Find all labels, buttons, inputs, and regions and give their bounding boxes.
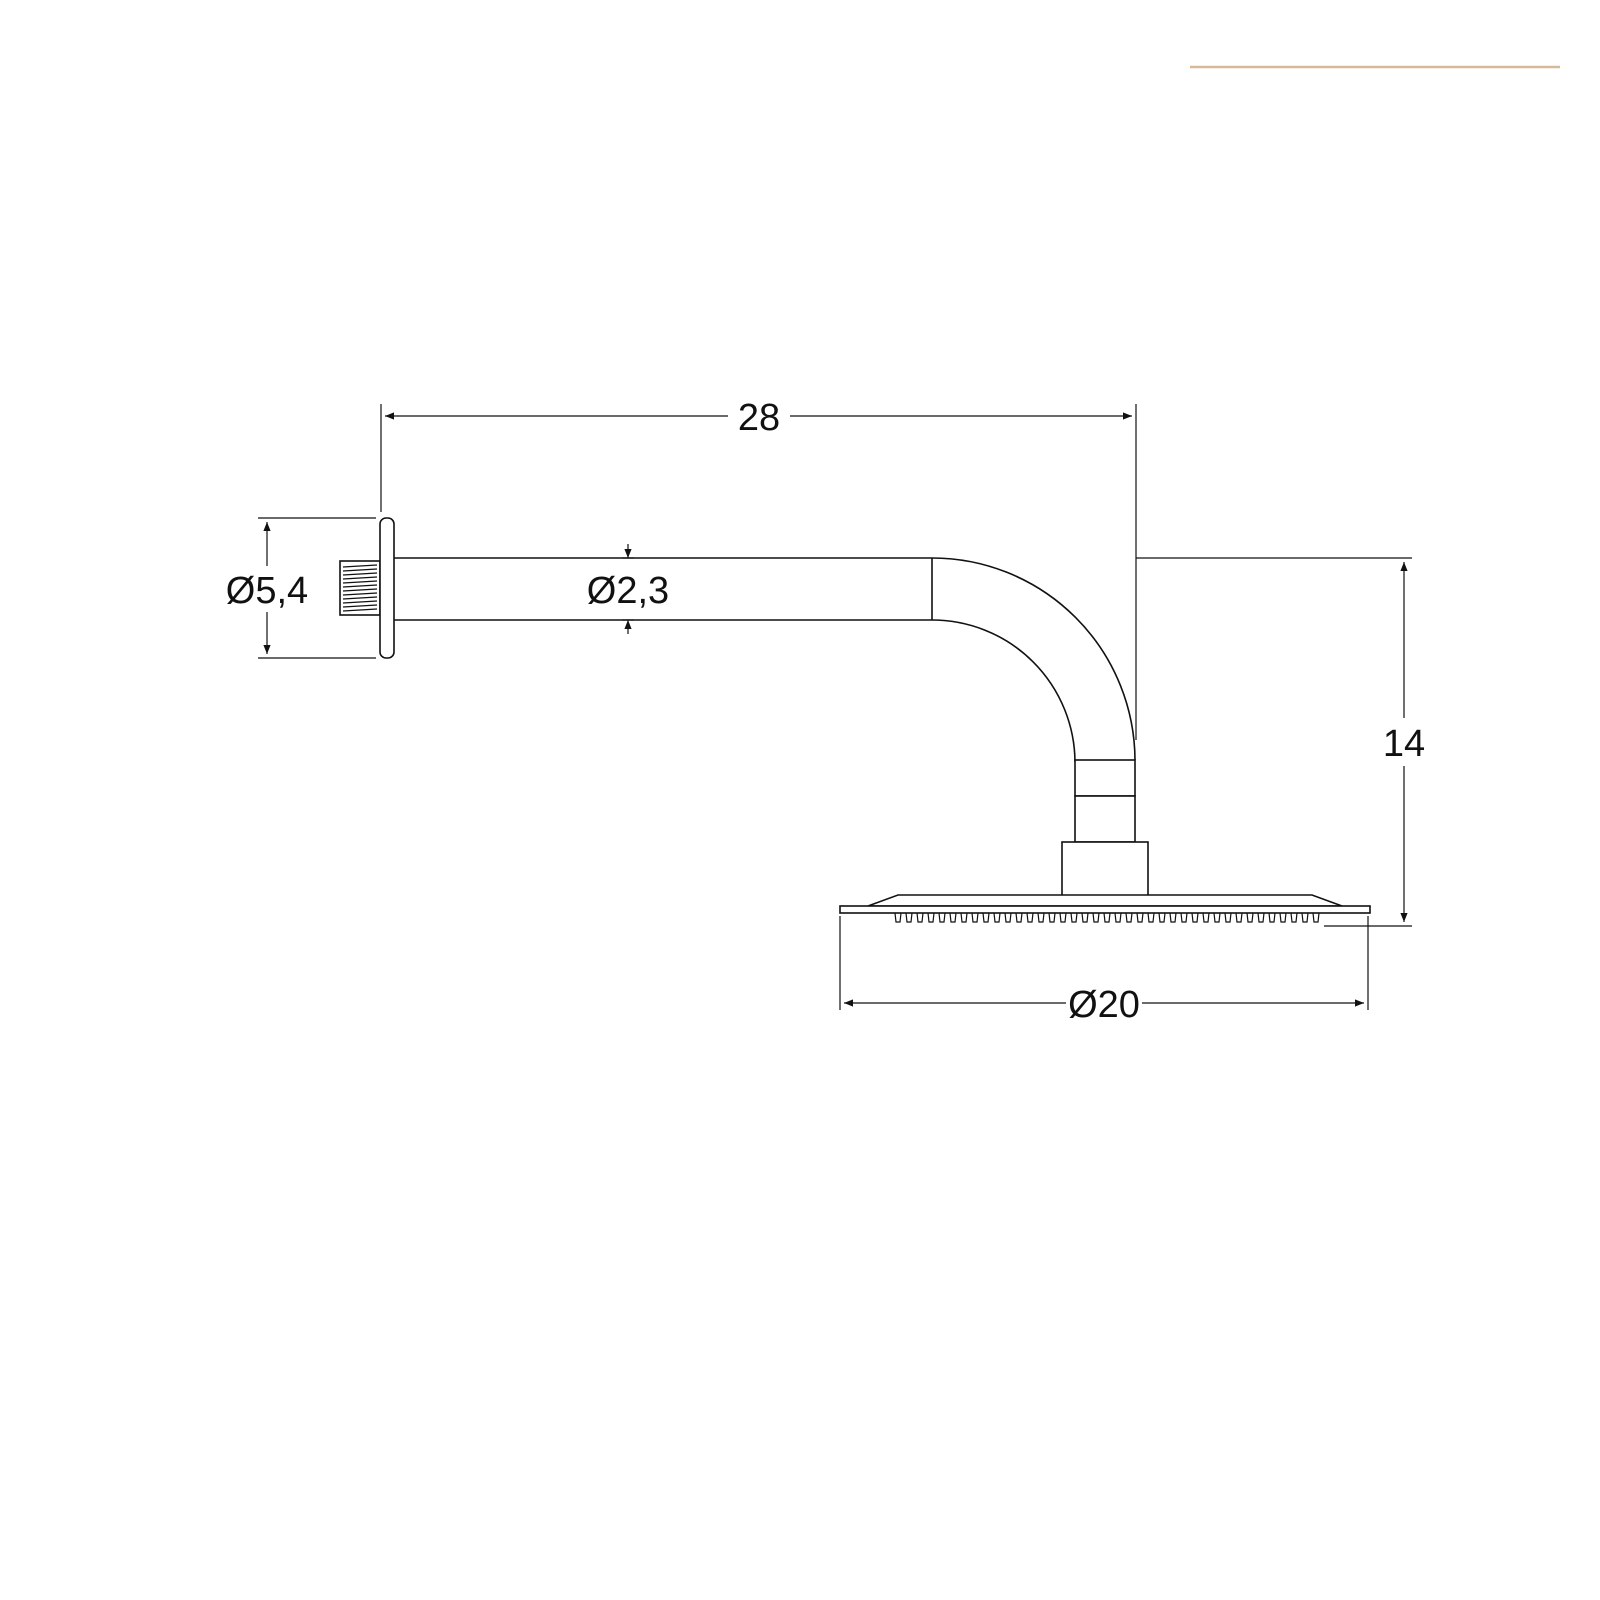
nozzle [938, 912, 946, 923]
nozzle [894, 912, 902, 923]
dimension-pipe-label: Ø2,3 [587, 570, 669, 612]
nozzle [993, 912, 1001, 923]
thread-line [342, 604, 378, 608]
nozzle [1125, 912, 1133, 923]
nozzle [949, 912, 957, 923]
nozzle [1103, 912, 1111, 923]
dimension-head-diameter: Ø20 [839, 916, 1369, 1026]
nozzle [1268, 912, 1276, 923]
nozzle [1224, 912, 1232, 923]
thread-line [342, 572, 378, 576]
nozzle [1059, 912, 1067, 923]
nozzle [1279, 912, 1287, 923]
dimension-head-label: Ø20 [1068, 984, 1140, 1026]
thread-lines [342, 564, 378, 612]
shower-head-top [867, 894, 1343, 907]
thread-line [342, 576, 378, 580]
dimension-length-label: 28 [738, 397, 780, 439]
nozzle [1180, 912, 1188, 923]
head-connector [1061, 841, 1149, 897]
pipe-collar [1074, 759, 1136, 797]
shower-head-plate [839, 905, 1371, 914]
nozzle [1191, 912, 1199, 923]
thread-line [342, 580, 378, 584]
nozzle [1169, 912, 1177, 923]
nozzle [1037, 912, 1045, 923]
nozzle [1147, 912, 1155, 923]
nozzle [1026, 912, 1034, 923]
nozzle [916, 912, 924, 923]
horizontal-pipe [394, 557, 933, 621]
nozzle [1312, 912, 1320, 923]
nozzle [1048, 912, 1056, 923]
nozzle [1213, 912, 1221, 923]
thread-line [342, 608, 378, 612]
dimension-height-label: 14 [1383, 723, 1425, 765]
nozzle [960, 912, 968, 923]
nozzle [1202, 912, 1210, 923]
nozzle [905, 912, 913, 923]
thread-line [342, 584, 378, 588]
dimension-pipe-diameter: Ø2,3 [587, 544, 669, 634]
shower-nozzles [894, 912, 1320, 923]
nozzle [1004, 912, 1012, 923]
nozzle [982, 912, 990, 923]
dimension-length: 28 [380, 397, 1137, 740]
nozzle [927, 912, 935, 923]
nozzle [1158, 912, 1166, 923]
nozzle [1136, 912, 1144, 923]
thread-line [342, 564, 378, 568]
nozzle [1301, 912, 1309, 923]
thread-line [342, 600, 378, 604]
nozzle [1114, 912, 1122, 923]
shower-arm [339, 517, 1371, 923]
nozzle [1246, 912, 1254, 923]
nozzle [1070, 912, 1078, 923]
wall-flange [379, 517, 395, 659]
thread-line [342, 596, 378, 600]
nozzle [1092, 912, 1100, 923]
thread-line [342, 568, 378, 572]
dimension-height: 14 [1136, 557, 1425, 927]
nozzle [1081, 912, 1089, 923]
swivel-joint [1074, 795, 1136, 843]
dimension-flange-label: Ø5,4 [226, 570, 308, 612]
thread-line [342, 592, 378, 596]
nozzle [971, 912, 979, 923]
nozzle [1290, 912, 1298, 923]
thread-line [342, 588, 378, 592]
nozzle [1257, 912, 1265, 923]
nozzle [1015, 912, 1023, 923]
dimension-flange-diameter: Ø5,4 [226, 517, 376, 659]
nozzle [1235, 912, 1243, 923]
elbow-bend [931, 557, 1136, 763]
